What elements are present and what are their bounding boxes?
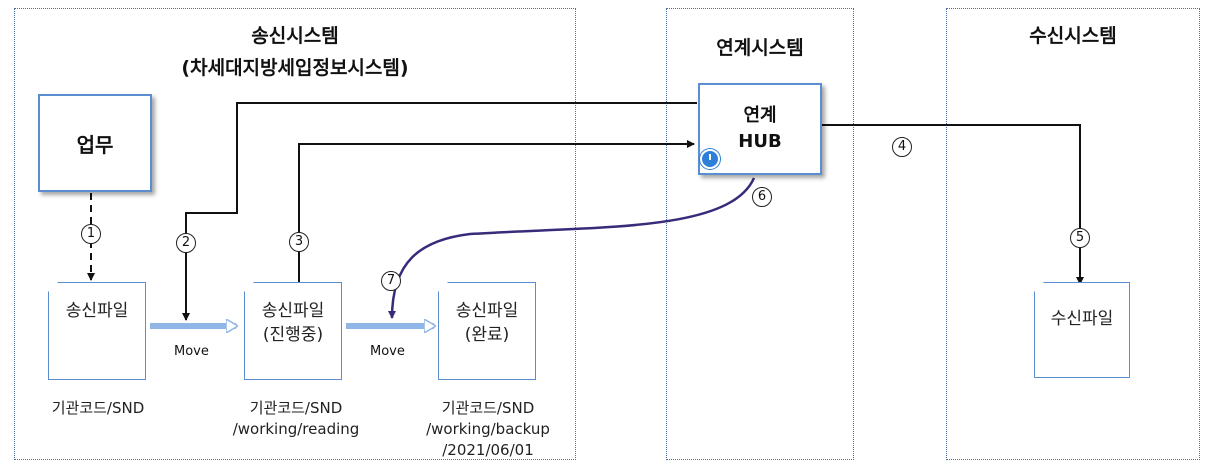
step-1-badge: 1: [81, 224, 101, 244]
receiver-system-title: 수신시스템: [1029, 25, 1117, 47]
reading-path-line-2: /working/reading: [232, 420, 360, 438]
send-path-line-1: 기관코드/SND: [51, 399, 145, 417]
step3-arrow: [298, 140, 695, 283]
move-label-2: Move: [370, 344, 405, 359]
step-5-badge: 5: [1070, 228, 1090, 248]
hub-system-title: 연계시스템: [716, 37, 804, 59]
step-7-badge: 7: [381, 271, 401, 291]
reading-file-label-2: (진행중): [262, 325, 324, 345]
step-2-badge: 2: [176, 233, 196, 253]
work-box-label: 업무: [76, 132, 114, 157]
backup-path-line-3: /2021/06/01: [442, 441, 534, 459]
work-box: 업무: [38, 94, 152, 192]
send-path-label: 기관코드/SND: [18, 398, 178, 419]
backup-path-line-1: 기관코드/SND: [441, 399, 535, 417]
reading-file-label-1: 송신파일: [261, 301, 325, 321]
move-label-1: Move: [174, 344, 209, 359]
step-4-badge: 4: [892, 137, 912, 157]
hub-box-label-2: HUB: [738, 131, 782, 152]
hub-box-label-1: 연계: [743, 105, 777, 126]
reading-path-label: 기관코드/SND /working/reading: [212, 398, 380, 440]
receive-file-doc: 수신파일: [1034, 282, 1130, 378]
receive-file-label: 수신파일: [1050, 309, 1114, 329]
send-file-doc: 송신파일: [48, 282, 146, 380]
step-6-badge: 6: [752, 187, 772, 207]
done-file-doc: 송신파일 (완료): [438, 282, 536, 380]
clock-icon: [700, 149, 720, 169]
sender-system-subtitle: (차세대지방세입정보시스템): [181, 57, 409, 79]
done-file-label-2: (완료): [464, 325, 510, 345]
step4-5-arrow: [822, 124, 1084, 285]
step6-7-return-arrow: [388, 177, 756, 319]
sender-system-title: 송신시스템: [251, 25, 339, 47]
done-file-label-1: 송신파일: [455, 301, 519, 321]
reading-file-doc: 송신파일 (진행중): [244, 282, 342, 380]
reading-path-line-1: 기관코드/SND: [249, 399, 343, 417]
backup-path-line-2: /working/backup: [426, 420, 550, 438]
send-file-label: 송신파일: [65, 301, 129, 321]
backup-path-label: 기관코드/SND /working/backup /2021/06/01: [408, 398, 568, 461]
step-3-badge: 3: [289, 232, 309, 252]
